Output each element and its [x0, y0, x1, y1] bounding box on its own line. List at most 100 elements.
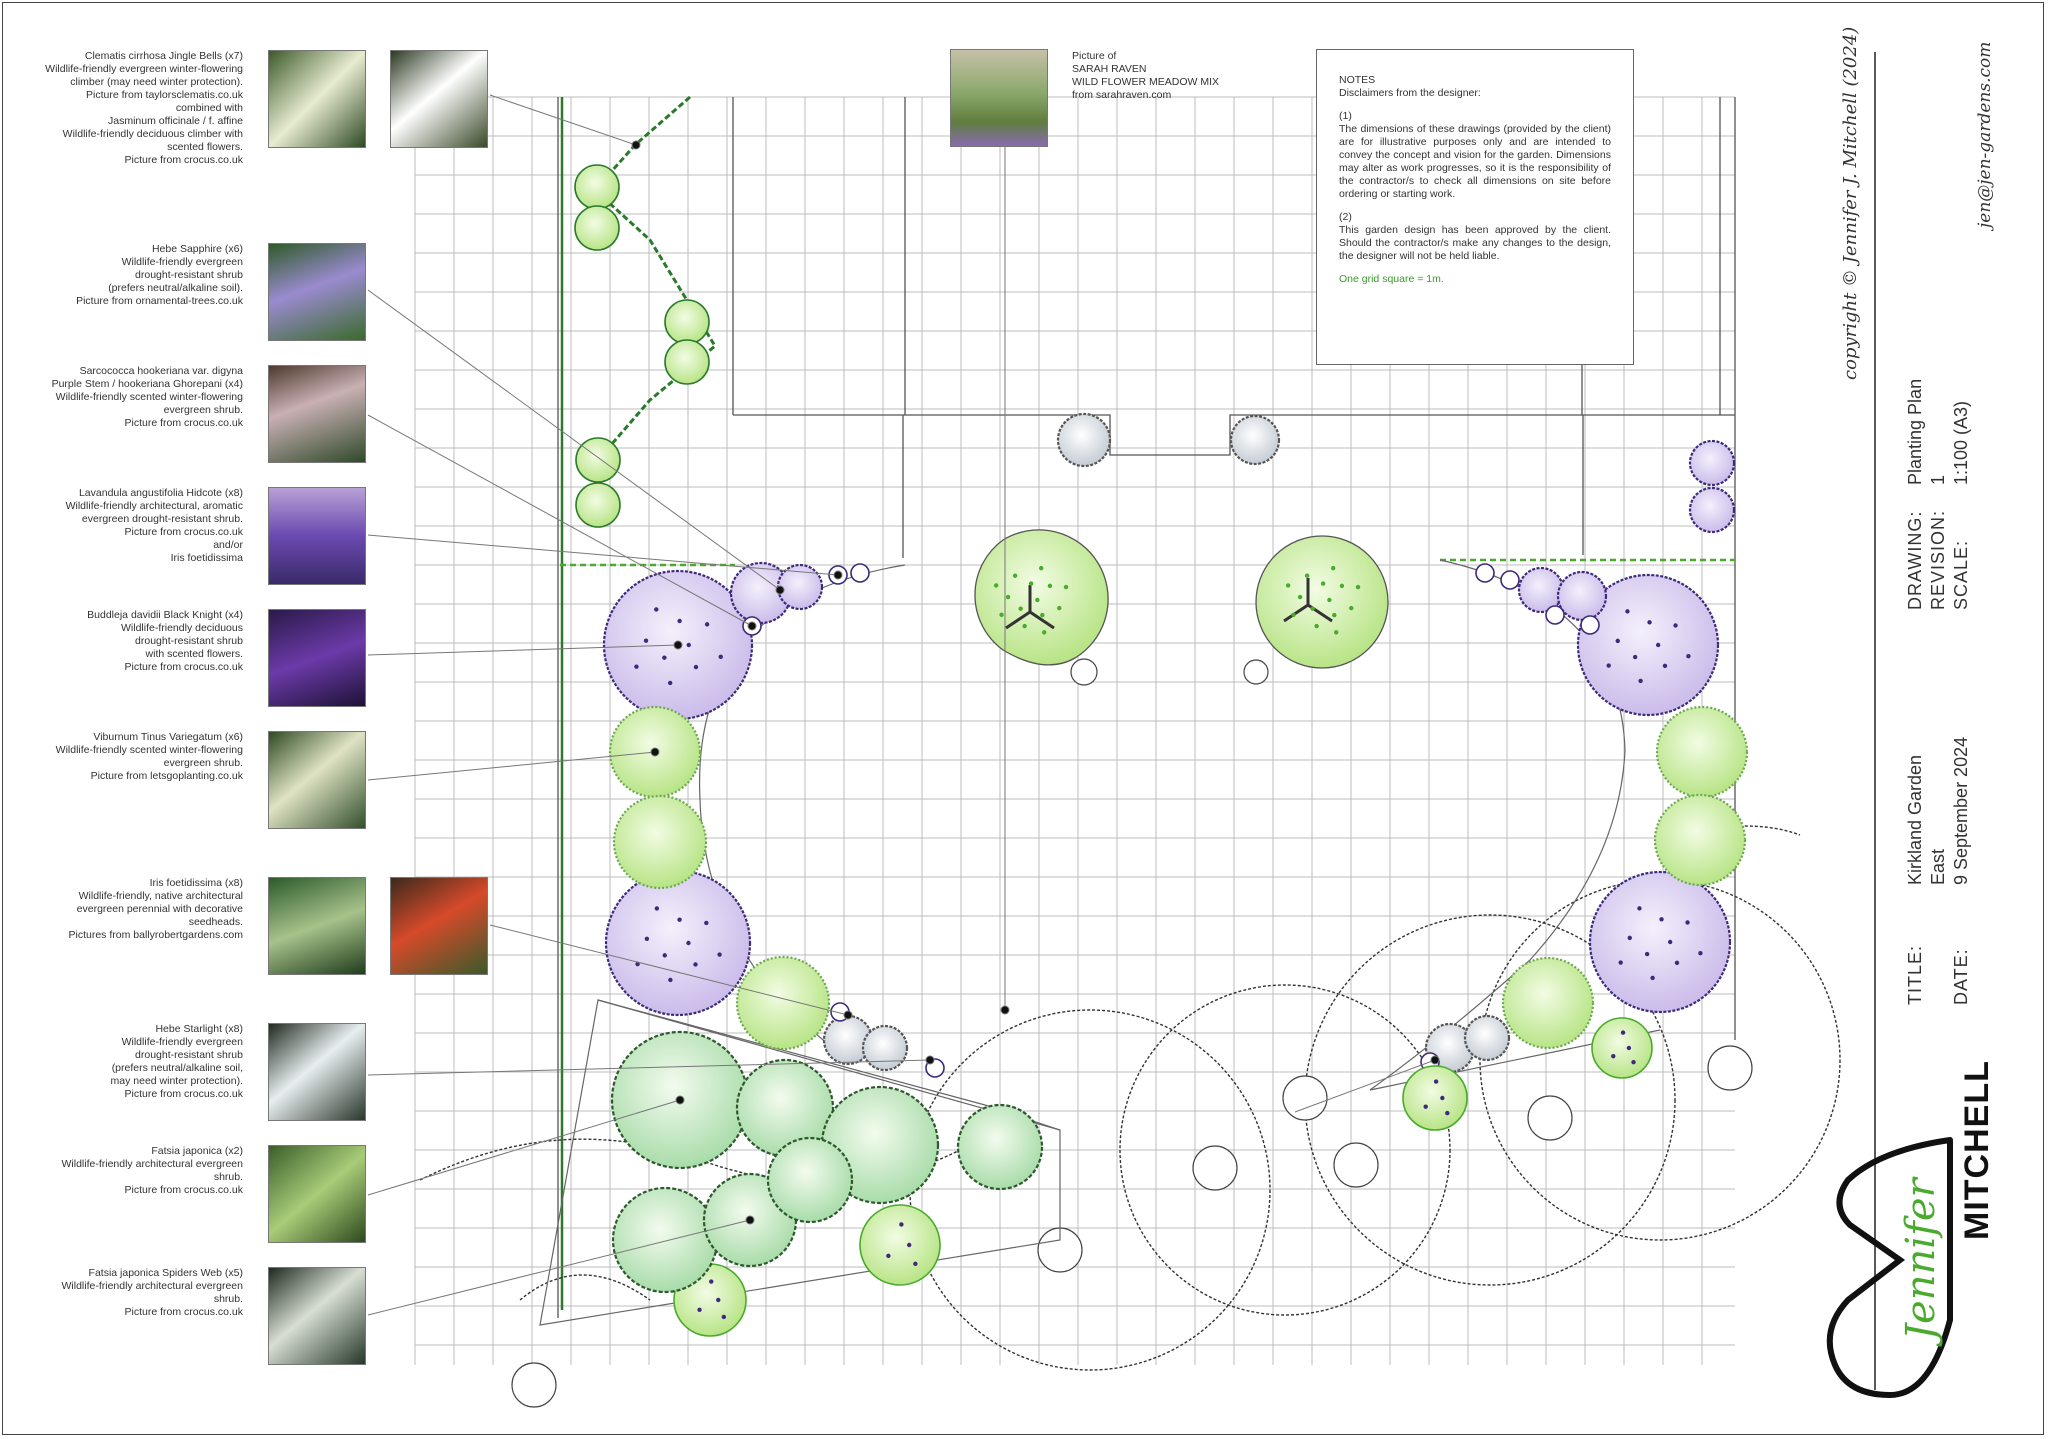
plant-description-line: Picture from crocus.co.uk — [124, 1184, 243, 1196]
plant-dot — [1291, 612, 1296, 618]
plant-name: Fatsia japonica Spiders Web (x5) — [88, 1267, 243, 1279]
plant-dot — [1304, 573, 1310, 578]
plant-description-line: combined with — [175, 102, 243, 114]
plant-photo — [268, 1023, 366, 1121]
plant-dot — [1620, 1030, 1626, 1035]
plant-dot — [1686, 654, 1691, 659]
lavender-symbol — [1580, 615, 1600, 635]
plant-description-line: Picture from crocus.co.uk — [124, 154, 243, 166]
plant-dot — [1626, 1045, 1632, 1051]
plant-dot — [668, 977, 673, 983]
leader-line — [1294, 1059, 1436, 1113]
hebe-starlight-symbol — [1229, 414, 1281, 466]
central-trees — [974, 529, 1389, 669]
plant-photo-secondary — [390, 877, 488, 975]
plant-dot — [1057, 605, 1062, 611]
plant-dot — [1611, 1053, 1616, 1059]
plant-dot — [1040, 612, 1045, 618]
plant-description-line: shrub. — [213, 1171, 243, 1183]
designer-email: jen@jen-gardens.com — [1975, 41, 1995, 228]
plant-description-line: (prefers neutral/alkaline soil, — [111, 1062, 243, 1074]
hebe-sapphire-symbol — [1688, 439, 1736, 487]
hebe-sapphire-symbol — [1556, 570, 1608, 622]
plant-name: Hebe Sapphire (x6) — [151, 243, 243, 255]
leader-line — [367, 534, 839, 576]
leader-line — [367, 414, 753, 627]
plant-dot — [1625, 609, 1630, 614]
hebe-starlight-symbol — [861, 1024, 909, 1072]
plant-dot — [1035, 597, 1040, 603]
plant-name: Fatsia japonica (x2) — [151, 1145, 243, 1157]
plant-photo — [268, 365, 366, 463]
fatsia-symbol — [611, 1186, 719, 1294]
designer-notes: NOTES Disclaimers from the designer: (1)… — [1316, 49, 1634, 365]
copyright-text: copyright © Jennifer J. Mitchell (2024) — [1840, 26, 1861, 380]
plant-dot — [1659, 917, 1664, 922]
plant-dot — [662, 655, 667, 660]
plant-dot — [709, 1279, 714, 1284]
date-value: 9 September 2024 — [1951, 736, 1971, 885]
plant-dot — [999, 612, 1004, 618]
date-label: DATE: — [1951, 948, 1971, 1005]
lavender-symbol — [1475, 563, 1495, 583]
plant-dot — [717, 952, 722, 957]
plant-dot — [1698, 951, 1703, 956]
plant-dot — [1647, 620, 1652, 625]
plant-label: Buddleja davidii Black Knight (x4)Wildli… — [5, 609, 243, 674]
plant-dot — [635, 961, 640, 967]
notes-p1: The dimensions of these drawings (provid… — [1339, 123, 1611, 200]
plant-description-line: evergreen shrub. — [163, 404, 243, 416]
plant-dot — [993, 583, 999, 588]
leader-line — [367, 1219, 751, 1316]
hebe-sapphire-symbol — [1688, 486, 1736, 534]
plant-photo-secondary — [390, 50, 488, 148]
iris-symbol — [859, 1204, 941, 1286]
plant-description-line: Picture from crocus.co.uk — [124, 661, 243, 673]
plant-dot — [1615, 638, 1620, 644]
plant-photo — [268, 50, 366, 148]
lavender-symbol — [850, 563, 870, 583]
plant-dot — [1042, 630, 1047, 635]
fatsia-symbol — [766, 1136, 854, 1224]
plant-dot — [718, 654, 723, 660]
buddleja-symbol — [1576, 573, 1720, 717]
notes-heading: NOTES — [1339, 74, 1376, 86]
plant-photo — [268, 877, 366, 975]
leader-line — [367, 751, 656, 781]
plant-dot — [1028, 581, 1034, 586]
plant-dot — [1674, 960, 1680, 966]
plant-description-line: and/or — [213, 539, 243, 551]
leader-dot — [1000, 1005, 1010, 1015]
plant-dot — [1327, 597, 1332, 603]
plant-dot — [654, 607, 659, 612]
plant-description-line: shrub. — [213, 1293, 243, 1305]
viburnum-symbol — [1501, 956, 1595, 1050]
plant-description-line: evergreen perennial with decorative — [76, 903, 243, 915]
hebe-starlight-symbol — [1463, 1014, 1511, 1062]
logo-script: Jennifer — [1898, 1178, 1944, 1340]
viburnum-symbol — [612, 794, 708, 890]
plant-label: Viburnum Tinus Variegatum (x6)Wildlife-f… — [5, 731, 243, 783]
plant-dot — [1638, 678, 1643, 684]
plant-photo — [268, 243, 366, 341]
plant-label: Iris foetidissima (x8)Wildlife-friendly,… — [5, 877, 244, 942]
plant-photo — [268, 1145, 366, 1243]
plant-dot — [906, 1242, 912, 1248]
viburnum-symbol — [1655, 705, 1749, 799]
clematis-symbol — [574, 205, 620, 251]
plant-dot — [693, 962, 698, 967]
notes-p2-number: (2) — [1339, 211, 1352, 223]
leader-line — [367, 1059, 931, 1076]
plant-dot — [1039, 565, 1044, 571]
plant-description-line: drought-resistant shrub — [135, 1049, 243, 1061]
plant-dot — [886, 1253, 891, 1259]
plant-dot — [662, 953, 667, 958]
plant-dot — [677, 917, 682, 922]
plant-dot — [1005, 594, 1011, 600]
meadow-caption-line: WILD FLOWER MEADOW MIX — [1072, 76, 1219, 88]
plant-label: Hebe Sapphire (x6)Wildlife-friendly ever… — [5, 243, 243, 308]
scale-value: 1:100 (A3) — [1951, 400, 1971, 485]
plant-description-line: Wildlife-friendly architectural evergree… — [61, 1280, 244, 1292]
